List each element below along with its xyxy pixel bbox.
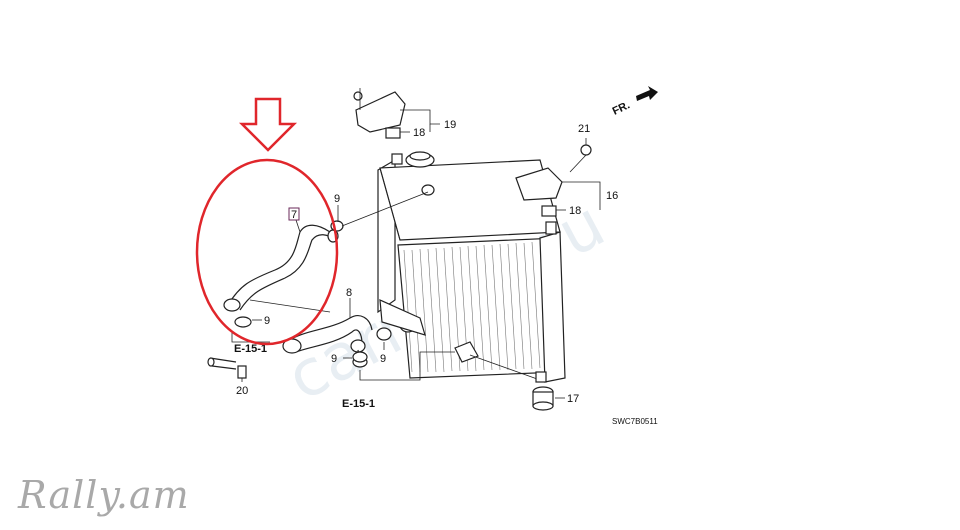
hose-clamps bbox=[234, 220, 392, 363]
callout-9-right: 9 bbox=[380, 353, 386, 365]
callout-19: 19 bbox=[444, 119, 456, 131]
front-arrow-icon bbox=[636, 86, 658, 101]
callout-21: 21 bbox=[578, 123, 590, 135]
radiator bbox=[377, 151, 566, 383]
callout-16: 16 bbox=[606, 190, 618, 202]
lower-radiator-hose bbox=[282, 315, 373, 368]
upper-radiator-hose bbox=[223, 224, 339, 312]
bracket-right bbox=[515, 144, 592, 217]
callout-8: 8 bbox=[346, 287, 352, 299]
direction-label: FR. bbox=[611, 99, 632, 117]
callout-9-upper: 9 bbox=[334, 193, 340, 205]
callout-7: 7 bbox=[291, 209, 297, 221]
callout-20: 20 bbox=[236, 385, 248, 397]
leader-lines bbox=[231, 109, 601, 399]
hose-stub bbox=[207, 357, 247, 379]
callout-9-left: 9 bbox=[264, 315, 270, 327]
front-direction: FR. bbox=[611, 86, 658, 118]
bracket-left bbox=[353, 88, 406, 139]
highlight-circle bbox=[195, 158, 339, 346]
diagram-code: SWC7B0511 bbox=[612, 417, 658, 426]
callout-18-upper: 18 bbox=[413, 127, 425, 139]
brand-logo: Rally.am bbox=[17, 473, 190, 517]
reference-lower: E-15-1 bbox=[342, 398, 375, 410]
reference-upper: E-15-1 bbox=[234, 343, 267, 355]
callout-18-lower: 18 bbox=[569, 205, 581, 217]
grommet-17 bbox=[532, 386, 554, 411]
callout-9-lower: 9 bbox=[331, 353, 337, 365]
highlight-arrow-icon bbox=[238, 97, 298, 152]
callout-17: 17 bbox=[567, 393, 579, 405]
